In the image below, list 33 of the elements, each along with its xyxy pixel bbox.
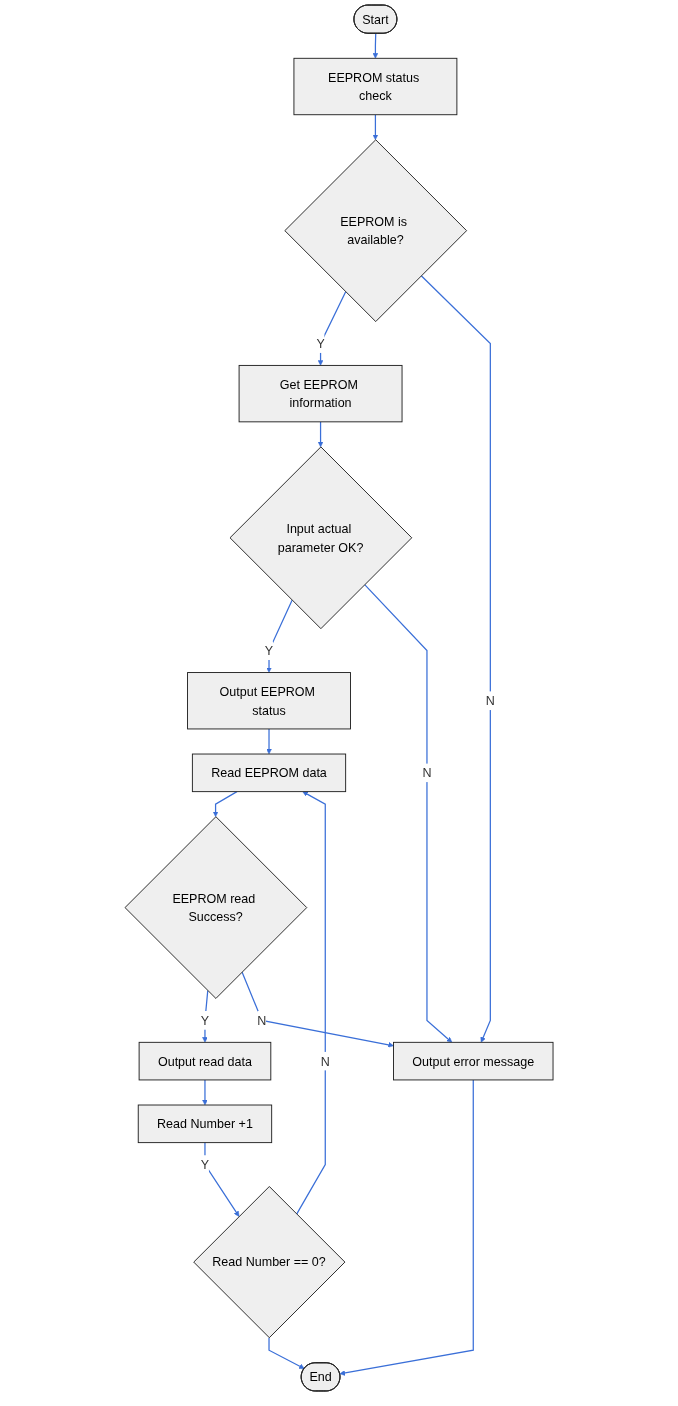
arrow [420,275,491,1043]
node-diamond: Input actual parameter OK? [229,446,413,630]
node-box: Read EEPROM data [191,753,347,793]
arrow [372,32,379,59]
edge-label: Y [316,336,325,351]
arrow [268,1337,305,1369]
arrow [339,1079,474,1376]
arrow [202,1079,208,1106]
node-box: Output EEPROM status [187,672,351,730]
node-box: EEPROM status check [293,57,458,116]
arrow [212,791,238,817]
edge-label: N [422,765,432,780]
node-box: Read Number +1 [137,1104,273,1144]
edge-label: Y [200,1157,210,1172]
arrow [266,599,293,673]
edge-label: N [485,693,495,708]
node-box: Get EEPROM information [238,364,403,423]
arrow [204,1142,240,1217]
arrow [317,421,324,448]
arrow [266,728,272,755]
edge-label: Y [264,643,274,658]
node-diamond: Read Number == 0? [193,1186,346,1339]
edge-label: N [257,1013,267,1028]
edge-label: Y [200,1013,210,1028]
arrow [364,583,453,1043]
node-box: Output read data [138,1041,272,1081]
arrow [241,971,394,1048]
node-box: Output error message [393,1041,554,1081]
edge-label: N [320,1054,330,1069]
node-diamond: EEPROM read Success? [124,816,308,999]
node-diamond: EEPROM is available? [284,139,468,323]
arrow [296,791,326,1215]
arrow [372,114,379,141]
